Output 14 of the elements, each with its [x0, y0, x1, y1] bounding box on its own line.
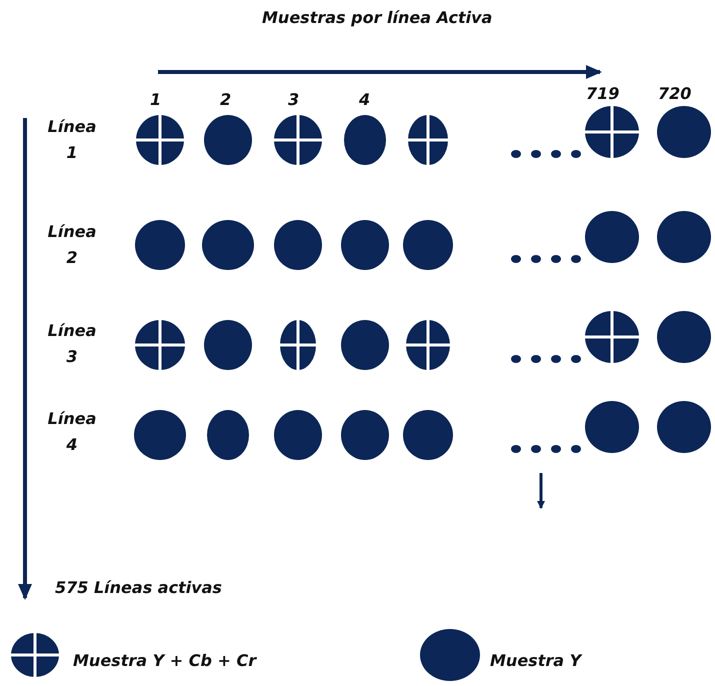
axis-title: Muestras por línea Activa — [262, 8, 492, 27]
row-label: Línea 1 — [46, 116, 98, 164]
column-number: 719 — [586, 84, 620, 103]
column-number: 1 — [150, 90, 162, 109]
column-number: 2 — [220, 90, 232, 109]
row-label: Línea 4 — [46, 408, 98, 456]
column-number: 4 — [359, 90, 370, 109]
column-number: 720 — [658, 84, 692, 103]
row-label: Línea 2 — [46, 221, 98, 269]
column-number: 3 — [288, 90, 300, 109]
legend-label: Muestra Y + Cb + Cr — [73, 651, 256, 670]
row-label: Línea 3 — [46, 320, 98, 368]
axis-title: 575 Líneas activas — [55, 578, 222, 597]
legend-label: Muestra Y — [490, 651, 582, 670]
